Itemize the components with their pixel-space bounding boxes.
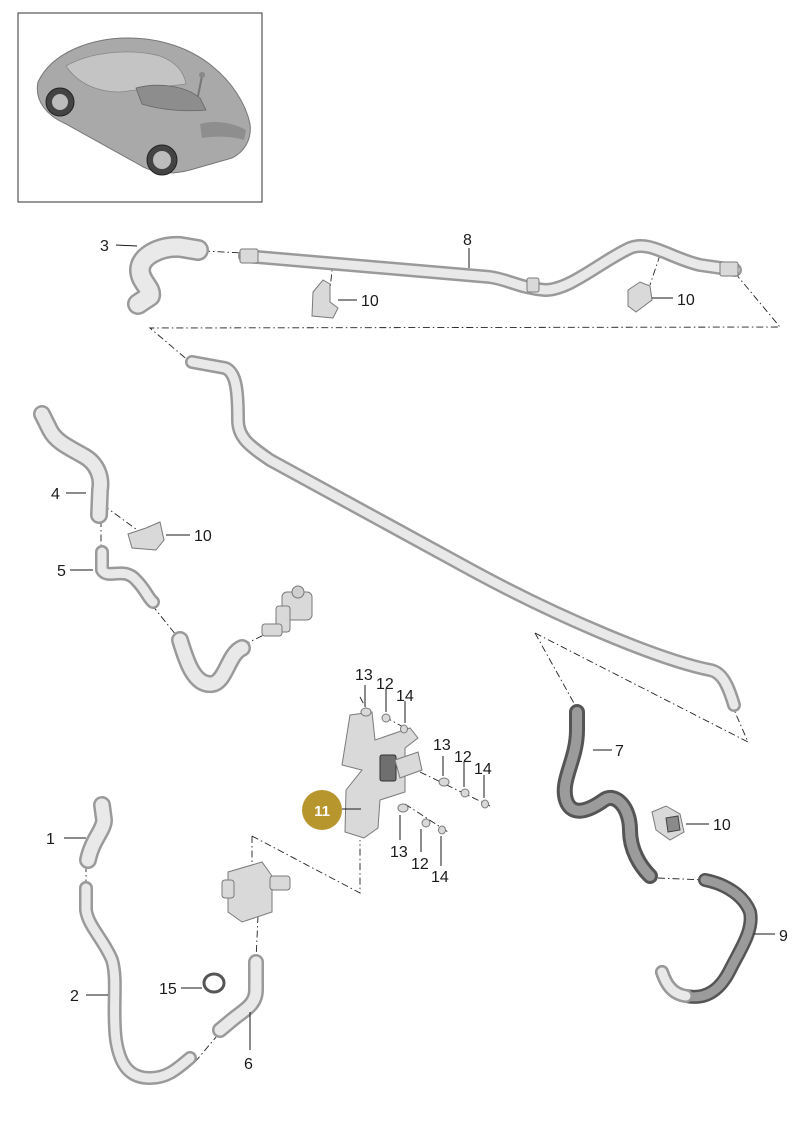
clamp-part-10-c[interactable] — [127, 521, 165, 551]
callout-12-b[interactable]: 12 — [454, 749, 472, 766]
callout-14-b[interactable]: 14 — [474, 761, 492, 778]
highlight-badge-11[interactable]: 11 — [302, 790, 342, 830]
fasteners-right[interactable] — [438, 777, 489, 809]
hose-part-5[interactable] — [95, 545, 160, 609]
callout-10-d[interactable]: 10 — [713, 817, 731, 834]
hose-to-valve[interactable] — [171, 631, 251, 693]
vehicle-thumbnail[interactable] — [17, 12, 263, 203]
callout-9[interactable]: 9 — [779, 928, 788, 945]
fasteners-bottom[interactable] — [397, 803, 446, 835]
hose-part-9[interactable] — [655, 873, 758, 1004]
callout-10-c[interactable]: 10 — [194, 528, 212, 545]
clamp-part-10-b[interactable] — [627, 281, 653, 313]
hose-part-6[interactable] — [212, 954, 264, 1038]
hose-part-4[interactable] — [33, 405, 110, 524]
callout-10-a[interactable]: 10 — [361, 293, 379, 310]
clamp-part-15[interactable] — [202, 972, 226, 994]
callout-15[interactable]: 15 — [159, 981, 177, 998]
callout-2[interactable]: 2 — [70, 988, 79, 1005]
hose-part-7[interactable] — [556, 704, 658, 884]
callout-6[interactable]: 6 — [244, 1056, 253, 1073]
valve-lower[interactable] — [221, 861, 291, 923]
callout-12-a[interactable]: 12 — [376, 676, 394, 693]
callout-13-c[interactable]: 13 — [390, 844, 408, 861]
callout-14-c[interactable]: 14 — [431, 869, 449, 886]
callout-1[interactable]: 1 — [46, 831, 55, 848]
callout-5[interactable]: 5 — [57, 563, 66, 580]
callout-13-b[interactable]: 13 — [433, 737, 451, 754]
leader-lines — [64, 244, 775, 1050]
callout-4[interactable]: 4 — [51, 486, 60, 503]
callout-14-a[interactable]: 14 — [396, 688, 414, 705]
bracket-part-11[interactable] — [341, 711, 423, 839]
callout-13-a[interactable]: 13 — [355, 667, 373, 684]
callout-12-c[interactable]: 12 — [411, 856, 429, 873]
hose-part-3[interactable] — [127, 235, 209, 315]
clamp-part-10-a[interactable] — [311, 279, 339, 319]
callout-10-b[interactable]: 10 — [677, 292, 695, 309]
car-icon — [36, 37, 251, 176]
callout-7[interactable]: 7 — [615, 743, 624, 760]
callout-11: 11 — [314, 803, 330, 820]
clamp-part-10-d[interactable] — [651, 805, 685, 841]
callout-8[interactable]: 8 — [463, 232, 472, 249]
callout-3[interactable]: 3 — [100, 238, 109, 255]
valve-upper[interactable] — [261, 585, 313, 637]
hose-part-1[interactable] — [79, 796, 113, 869]
pipe-long-diagonal[interactable] — [185, 355, 741, 712]
hose-part-2[interactable] — [79, 881, 197, 1085]
fasteners-top[interactable] — [360, 707, 408, 734]
callout-labels: 3 8 10 10 4 10 5 7 10 9 1 2 15 6 13 12 1… — [46, 232, 788, 1073]
pipe-part-8[interactable] — [238, 239, 742, 297]
